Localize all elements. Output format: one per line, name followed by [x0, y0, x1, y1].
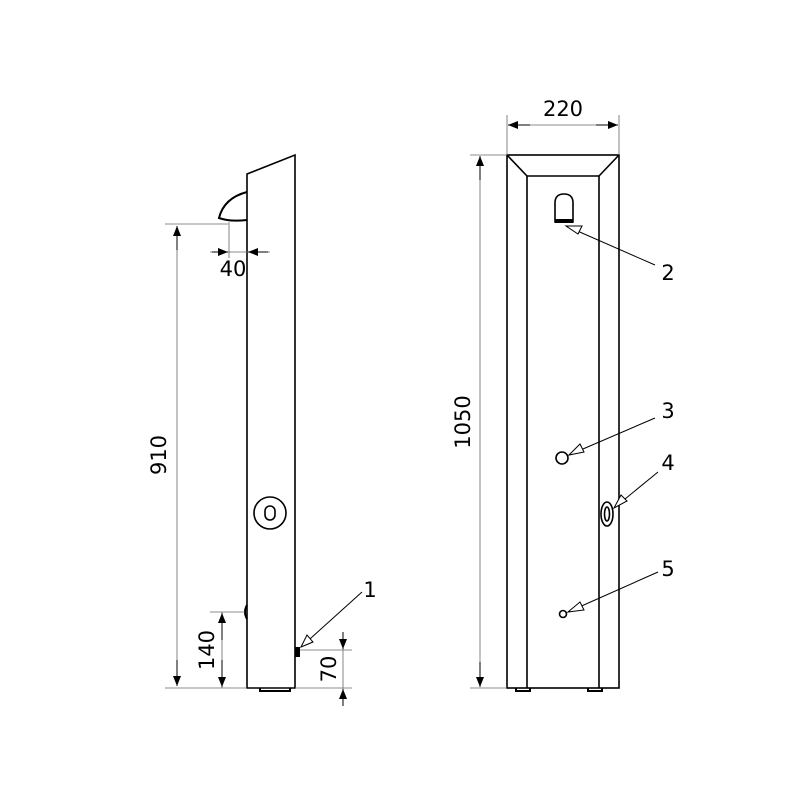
dim-220: 220 — [543, 97, 583, 121]
shower-head-icon — [217, 191, 248, 222]
column-front-outline — [506, 154, 620, 689]
control-knob-icon — [253, 496, 287, 530]
dim-140: 140 — [195, 630, 219, 670]
button-5-icon — [558, 609, 568, 619]
callout-4: 4 — [661, 451, 674, 475]
dim-40: 40 — [220, 257, 247, 281]
callout-3: 3 — [661, 399, 674, 423]
callout-2: 2 — [661, 261, 674, 285]
shower-head-icon — [554, 193, 574, 223]
column-side-outline — [246, 153, 296, 689]
button-3-icon — [555, 451, 569, 465]
dim-70: 70 — [317, 656, 341, 683]
side-view: 910 40 140 70 1 — [147, 153, 377, 706]
callout-5: 5 — [661, 557, 674, 581]
callout-1: 1 — [363, 578, 376, 602]
knob-4-icon — [600, 501, 614, 527]
push-button-icon — [295, 647, 300, 657]
dim-1050: 1050 — [451, 395, 475, 448]
front-view: 220 1050 2 3 4 5 — [451, 97, 675, 692]
dim-910: 910 — [147, 435, 171, 475]
column-feet — [515, 688, 603, 692]
knob-slot-icon — [264, 505, 276, 521]
column-foot — [259, 688, 291, 692]
